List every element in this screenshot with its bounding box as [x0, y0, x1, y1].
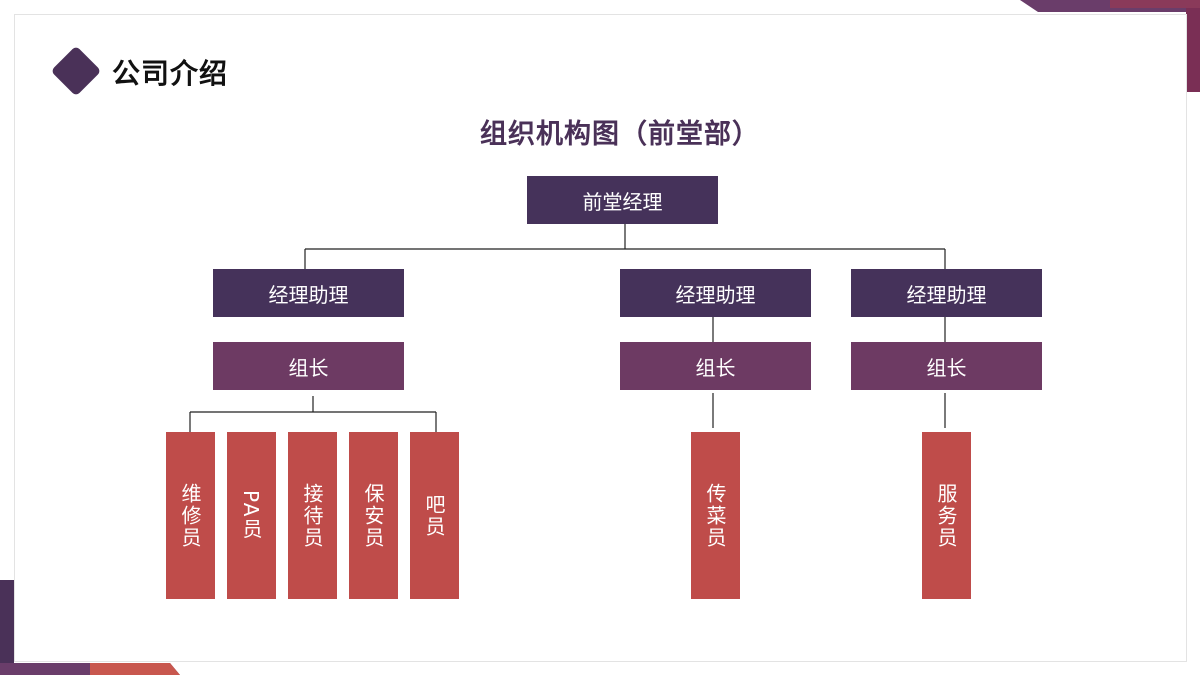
org-staff-bar: 吧员 [410, 432, 459, 599]
org-team-lead-3: 组长 [851, 342, 1042, 390]
org-staff-reception: 接待员 [288, 432, 337, 599]
org-assistant-manager-3: 经理助理 [851, 269, 1042, 317]
org-team-lead-1: 组长 [213, 342, 404, 390]
org-staff-pa: PA员 [227, 432, 276, 599]
org-root-front-manager: 前堂经理 [527, 176, 718, 224]
org-assistant-manager-1: 经理助理 [213, 269, 404, 317]
corner-decoration-top-right [1020, 0, 1200, 92]
org-staff-maintenance: 维修员 [166, 432, 215, 599]
section-title: 公司介绍 [112, 57, 229, 90]
org-assistant-manager-2: 经理助理 [620, 269, 811, 317]
org-staff-security: 保安员 [349, 432, 398, 599]
chart-title: 组织机构图（前堂部） [480, 119, 760, 150]
org-staff-waiter: 服务员 [922, 432, 971, 599]
org-staff-food-runner: 传菜员 [691, 432, 740, 599]
org-team-lead-2: 组长 [620, 342, 811, 390]
corner-decoration-bottom-left [0, 580, 180, 675]
